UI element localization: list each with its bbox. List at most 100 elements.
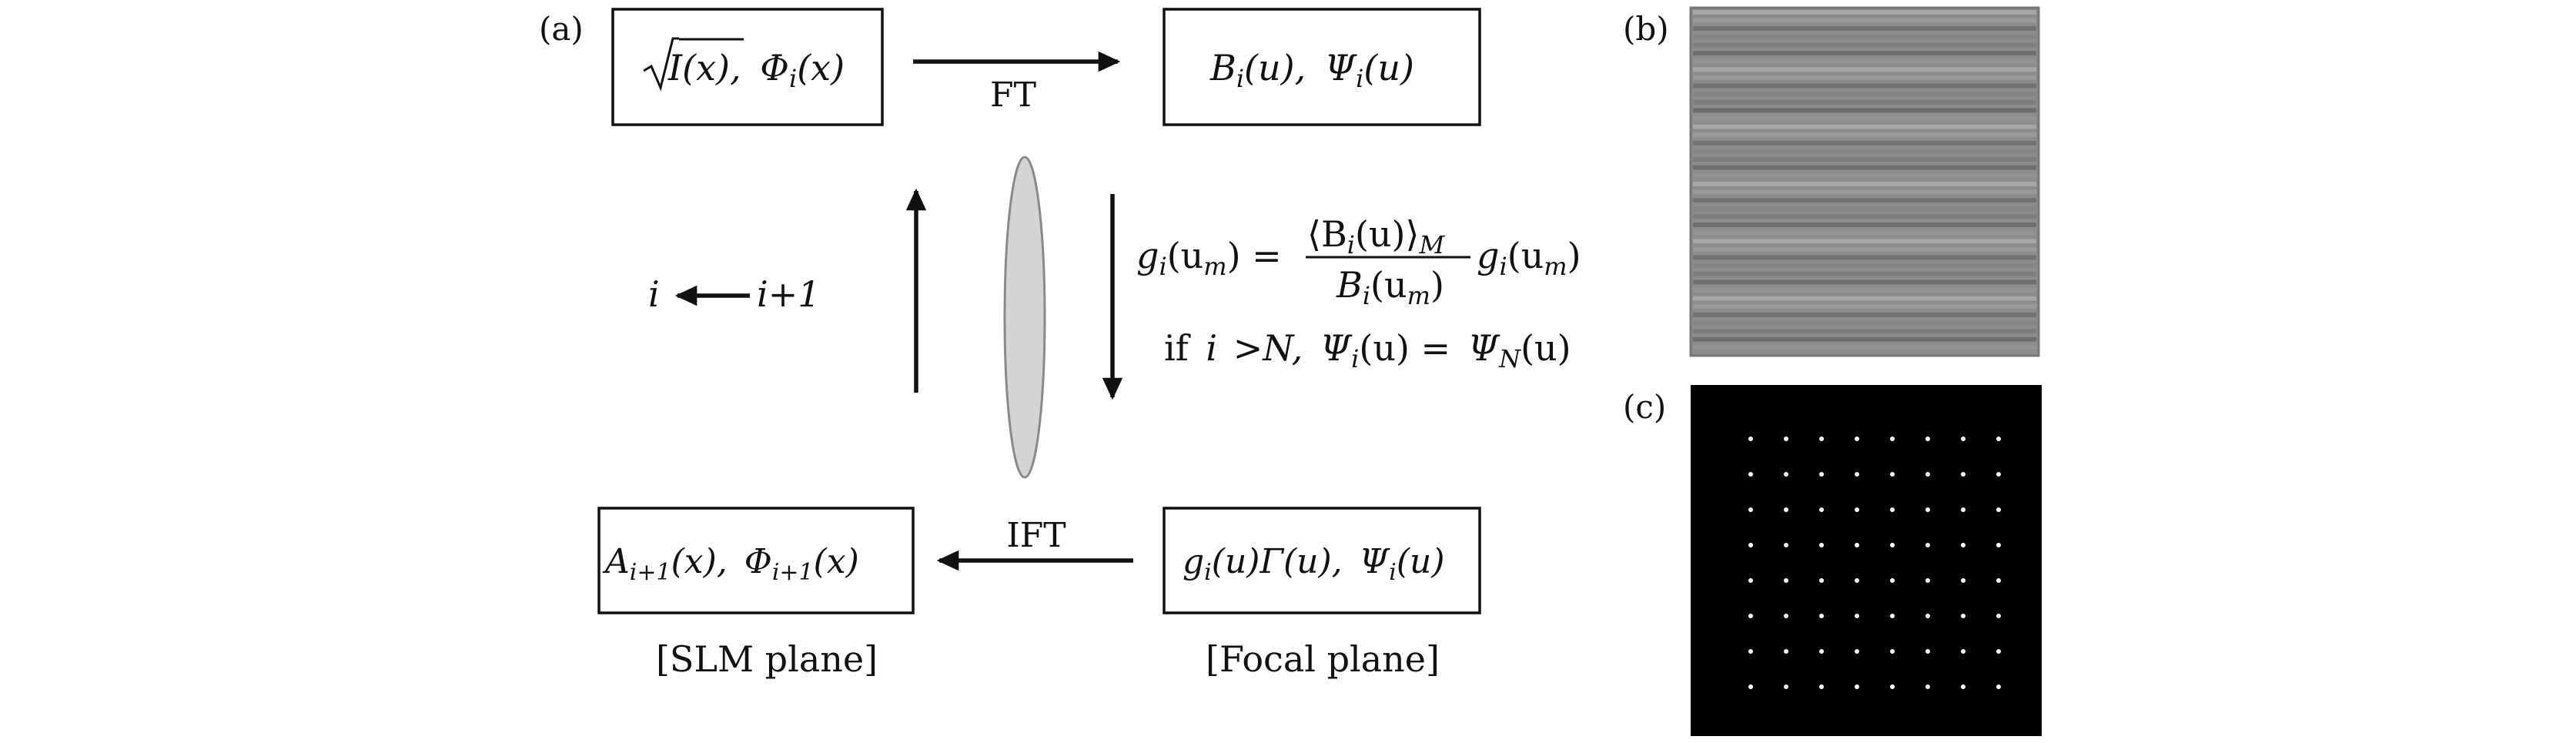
input-field-box: I(x), Φi(x) [611,8,884,126]
focal-spot [1855,472,1859,477]
hologram-stripe [1693,312,2036,317]
focal-spot [1784,472,1788,477]
iteration-left: i [648,273,660,315]
focal-spot [1819,649,1824,654]
hologram-stripe [1693,83,2036,89]
hologram-stripe [1693,320,2036,326]
hologram-stripe [1693,18,2036,23]
hologram-stripe [1693,189,2036,195]
spot-array-background [1691,385,2042,736]
slm-box-frame [597,507,915,614]
focal-spot [1996,684,2001,689]
focal-spot [1784,543,1788,547]
focal-spot [1748,649,1753,654]
focal-spot [1961,543,1965,547]
focal-spot [1890,684,1895,689]
focal-spot [1890,578,1895,583]
focal-spot [1819,684,1824,689]
hologram-stripe [1693,336,2036,342]
hologram-stripe [1693,132,2036,138]
focal-spot [1890,649,1895,654]
hologram-stripe [1693,263,2036,269]
focal-spot [1819,437,1824,441]
ft-label: FT [990,75,1036,115]
focal-spot [1961,578,1965,583]
focal-spot [1748,472,1753,477]
weight-update-numerator: ⟨Bi(u)⟩M [1307,213,1445,259]
focal-spot [1890,437,1895,441]
focal-spot [1819,578,1824,583]
focal-spot [1855,578,1859,583]
focal-spot [1784,507,1788,512]
hologram-stripe [1693,108,2036,113]
focal-spot [1925,649,1930,654]
focal-spot [1748,543,1753,547]
hologram-stripe [1693,165,2036,170]
focal-spot [1748,437,1753,441]
slm-field-box: Ai+1(x), Φi+1(x) [597,507,915,614]
focal-spot [1925,507,1930,512]
hologram-stripe [1693,75,2036,80]
focal-spot [1819,614,1824,618]
focal-spot [1748,507,1753,512]
focal-spot [1890,507,1895,512]
focal-spot [1996,578,2001,583]
focal-spot [1996,649,2001,654]
focal-spot [1784,684,1788,689]
slm-plane-label: [SLM plane] [656,638,878,680]
focal-spot [1925,437,1930,441]
hologram-stripe [1693,124,2036,129]
hologram-stripe [1693,116,2036,121]
focal-box-frame [1163,507,1481,614]
hologram-stripe [1693,304,2036,310]
focal-spot [1961,437,1965,441]
input-amplitude: I(x), Φi(x) [667,47,845,93]
focal-spot [1996,507,2001,512]
focal-spot [1890,472,1895,477]
focal-spot [1784,649,1788,654]
focal-spot [1819,543,1824,547]
focal-spot [1784,578,1788,583]
focal-spot [1819,472,1824,477]
focal-spot [1996,472,2001,477]
focal-spot [1855,543,1859,547]
slm-amplitude: Ai+1(x), Φi+1(x) [602,542,859,586]
sqrt-sign [643,37,679,92]
panel-c-label: (c) [1623,388,1666,426]
focal-spot [1890,543,1895,547]
focal-spot [1784,614,1788,618]
hologram-stripe [1693,223,2036,227]
hologram-stripe [1693,255,2036,260]
iteration-right: i+1 [757,273,821,315]
hologram-stripe [1693,51,2036,55]
hologram-stripe [1693,149,2036,154]
hologram-stripe [1693,198,2036,203]
focal-spot [1855,649,1859,654]
hologram-stripe [1693,246,2036,252]
focal-spot [1996,614,2001,618]
panel-a-label: (a) [539,10,584,48]
focal-spot [1748,684,1753,689]
hologram-stripe [1693,230,2036,236]
focal-spot [1890,614,1895,618]
weight-update-denominator: Bi(um) [1336,264,1444,310]
weight-update-lhs: gi(um) = [1136,235,1282,281]
focal-spot [1819,507,1824,512]
focal-spot [1925,684,1930,689]
focal-spot [1961,472,1965,477]
hologram-stripe [1693,329,2036,333]
focal-plane-label: [Focal plane] [1206,638,1440,680]
hologram-stripe [1693,182,2036,186]
hologram-stripe [1693,99,2036,105]
hologram-stripe [1693,67,2036,72]
hologram-stripe [1693,157,2036,162]
hologram-stripe [1693,271,2036,276]
hologram-stripe [1693,239,2036,244]
focal-spot [1996,437,2001,441]
focal-spot [1855,507,1859,512]
focal-spot [1784,437,1788,441]
hologram-stripe [1693,279,2036,285]
focal-spot [1961,649,1965,654]
